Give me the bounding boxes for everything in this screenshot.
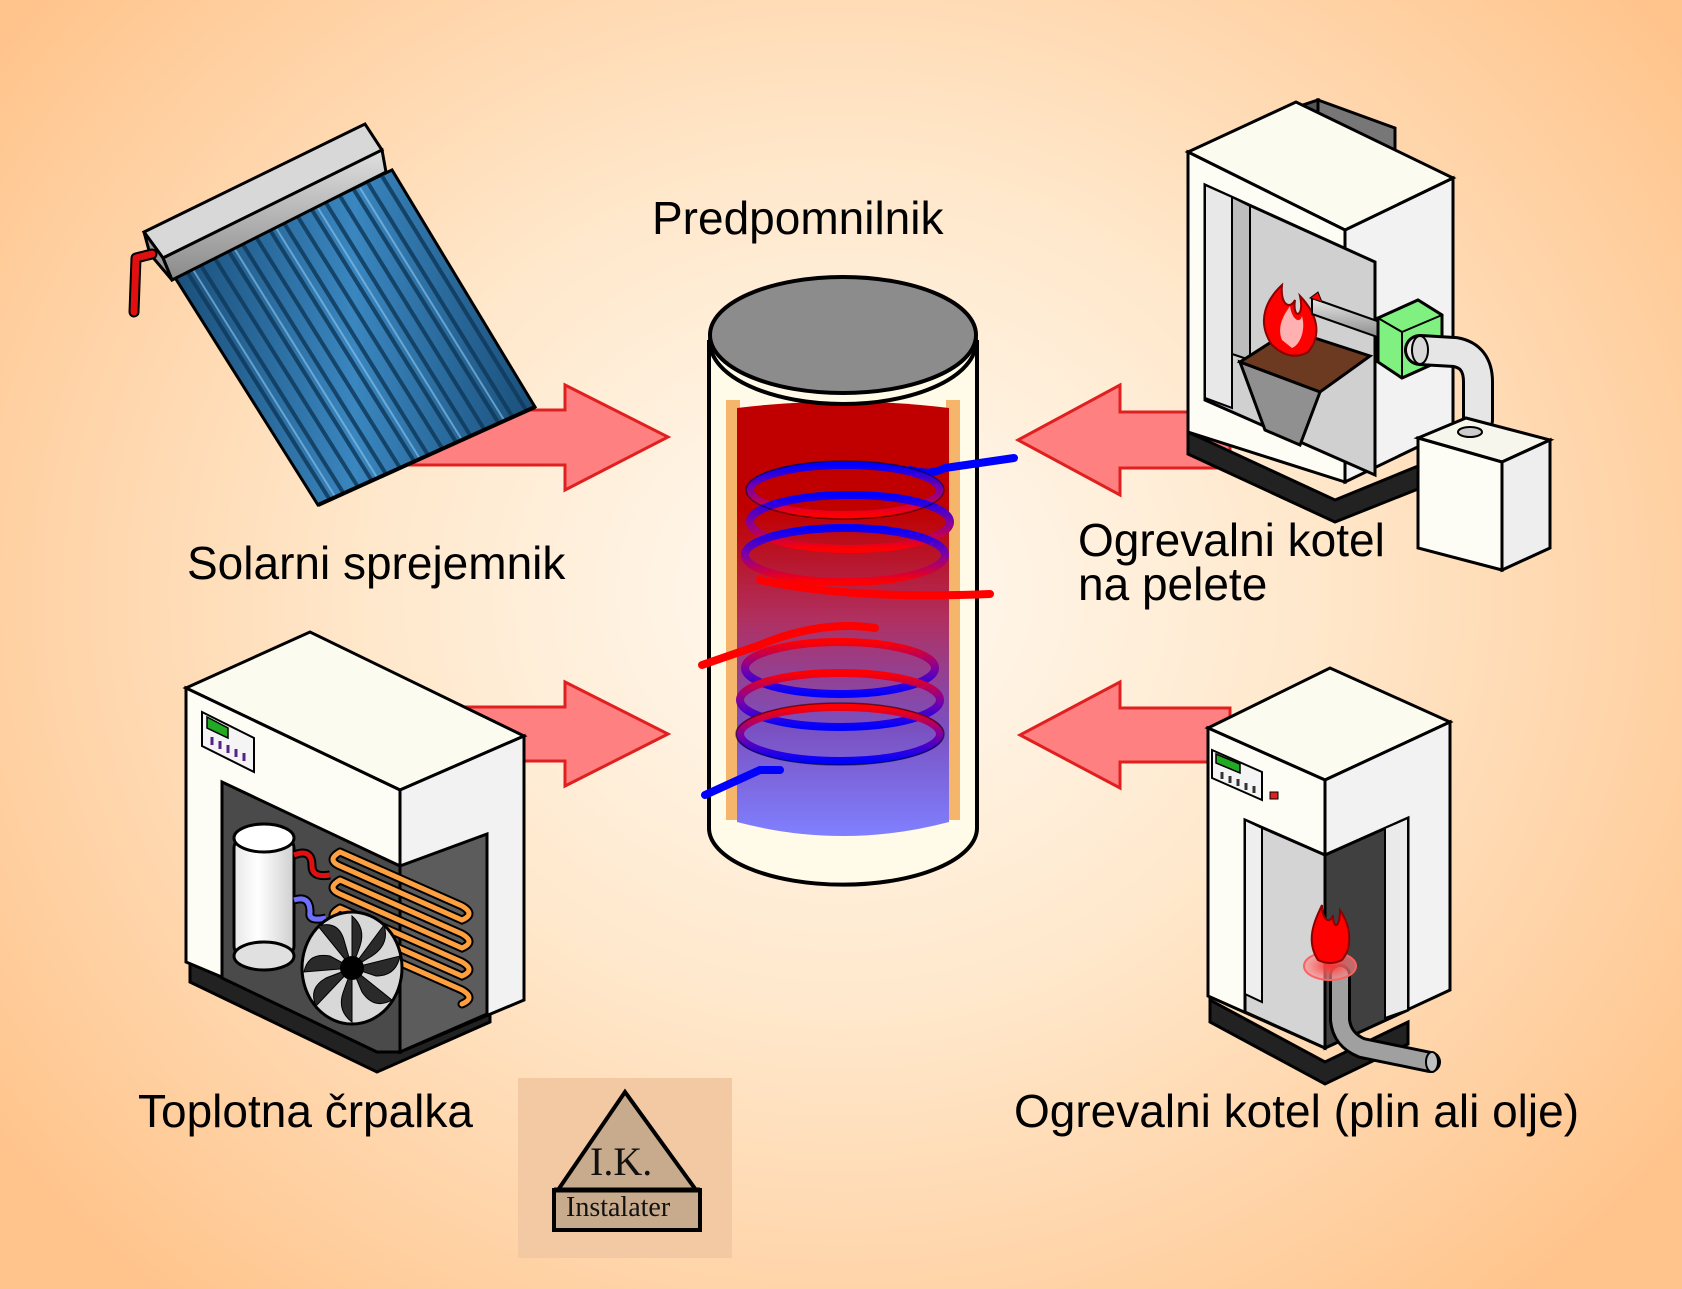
label-pellet-boiler: Ogrevalni kotel na pelete (1078, 514, 1385, 610)
label-solar-collector: Solarni sprejemnik (187, 537, 566, 589)
label-pellet-line2: na pelete (1078, 558, 1268, 610)
label-pellet-line1: Ogrevalni kotel (1078, 514, 1385, 566)
triangle-logo-icon (552, 1088, 702, 1232)
label-gas-boiler: Ogrevalni kotel (plin ali olje) (1014, 1085, 1580, 1137)
logo: I.K. Instalater (518, 1078, 732, 1258)
logo-initials: I.K. (590, 1139, 653, 1184)
arrow-pellet-to-tank (1014, 382, 1232, 498)
pellet-boiler-icon (1184, 97, 1555, 573)
label-heat-pump: Toplotna črpalka (138, 1085, 473, 1137)
gas-oil-boiler-icon (1204, 666, 1454, 1086)
logo-name: Instalater (566, 1192, 671, 1223)
arrow-gas-to-tank (1016, 679, 1232, 791)
fan-icon (300, 910, 404, 1026)
buffer-tank-icon (698, 275, 1018, 887)
label-buffer-tank: Predpomnilnik (652, 192, 944, 244)
solar-collector-icon (128, 122, 538, 507)
heat-pump-icon (182, 630, 528, 1074)
